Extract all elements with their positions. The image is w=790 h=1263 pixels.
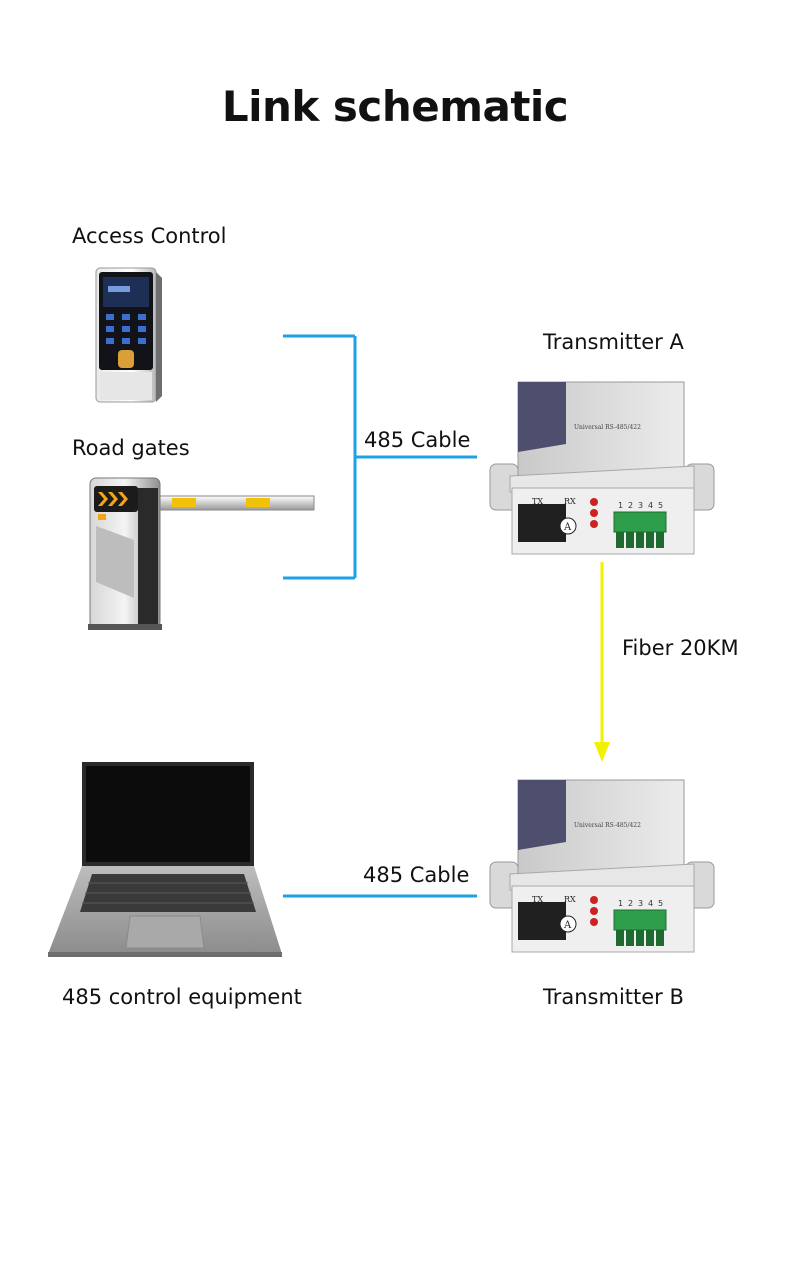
transmitter-b-port-mark: A xyxy=(563,920,572,931)
transmitter-b-model: Universal RS-485/422 xyxy=(574,822,641,829)
transmitter-a-device-icon: Universal RS-485/422 A TX RX 1 2 3 4 5 xyxy=(489,381,715,555)
transmitter-b-label: Transmitter B xyxy=(543,985,684,1009)
cable-top-label: 485 Cable xyxy=(364,428,471,452)
transmitter-b-tx: TX xyxy=(532,895,543,904)
transmitter-b-pin-1: 1 xyxy=(618,899,623,908)
transmitter-b-pin-3: 3 xyxy=(638,899,643,908)
transmitter-a-model: Universal RS-485/422 xyxy=(574,424,641,431)
access-control-label: Access Control xyxy=(72,224,227,248)
transmitter-a-label: Transmitter A xyxy=(543,330,684,354)
road-gate-device-icon xyxy=(88,477,315,630)
transmitter-a-pin-5: 5 xyxy=(658,501,663,510)
fiber-arrow xyxy=(594,562,610,762)
cable-bottom-label: 485 Cable xyxy=(363,863,470,887)
transmitter-a-port-mark: A xyxy=(563,522,572,533)
transmitter-b-pin-2: 2 xyxy=(628,899,633,908)
transmitter-b-pin-5: 5 xyxy=(658,899,663,908)
transmitter-a-pin-3: 3 xyxy=(638,501,643,510)
fiber-label: Fiber 20KM xyxy=(622,636,739,660)
control-equipment-label: 485 control equipment xyxy=(62,985,302,1009)
access-control-device-icon xyxy=(95,267,162,403)
transmitter-a-pin-2: 2 xyxy=(628,501,633,510)
page-title: Link schematic xyxy=(221,82,569,131)
laptop-icon xyxy=(48,762,282,957)
transmitter-b-device-icon: Universal RS-485/422 A TX RX 1 2 3 4 5 xyxy=(489,779,715,953)
transmitter-a-pin-1: 1 xyxy=(618,501,623,510)
transmitter-a-tx: TX xyxy=(532,497,543,506)
transmitter-b-pin-4: 4 xyxy=(648,899,653,908)
transmitter-b-rx: RX xyxy=(564,895,576,904)
road-gates-label: Road gates xyxy=(72,436,190,460)
transmitter-a-rx: RX xyxy=(564,497,576,506)
transmitter-a-pin-4: 4 xyxy=(648,501,653,510)
cable-top-lines xyxy=(283,334,477,580)
